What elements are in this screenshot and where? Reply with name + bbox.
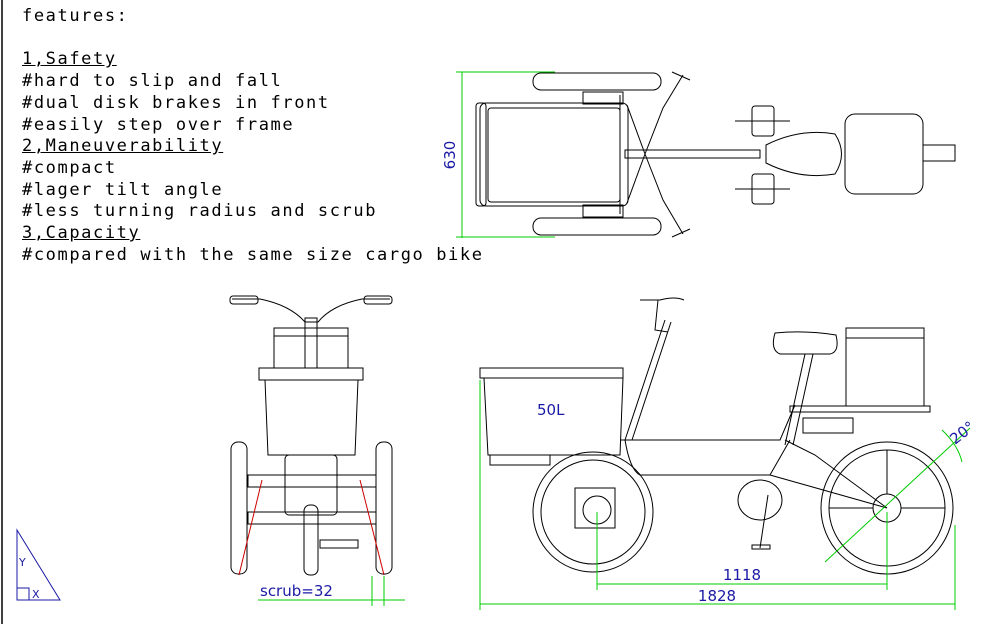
top-cargo-box (487, 107, 621, 203)
front-cargo-lid (258, 367, 364, 381)
side-rear-basket (845, 327, 925, 407)
front-cargo-box (264, 379, 359, 456)
features-title: features: (22, 6, 129, 26)
scrub-line-right (359, 479, 385, 576)
box-volume-label: 50L (537, 401, 565, 419)
top-seat (765, 131, 842, 177)
side-cargo-lid (479, 367, 624, 379)
ucs-icon (16, 528, 61, 601)
feature-item: #lager tilt angle (22, 179, 224, 200)
feature-heading: 2,Maneuverability (22, 136, 224, 157)
tilt-angle-label: 20° (946, 418, 978, 449)
front-pedal (319, 539, 359, 549)
feature-item: #dual disk brakes in front (22, 92, 330, 113)
side-cargo-base (489, 454, 551, 466)
top-hub-upper (582, 91, 624, 105)
front-view (229, 295, 393, 576)
side-front-rim (540, 459, 646, 565)
front-axle-upper (247, 474, 377, 488)
feature-item: #hard to slip and fall (22, 71, 283, 92)
top-hub-lower (582, 204, 624, 218)
front-rear-basket (273, 327, 349, 369)
scrub-line-left (238, 479, 263, 576)
side-seat-post (784, 353, 806, 446)
front-steering-hub (284, 454, 338, 516)
feature-item: #compact (22, 157, 117, 178)
scrub-label: scrub=32 (260, 582, 333, 600)
top-rear-tail (922, 144, 956, 162)
features-list: 1,Safety#hard to slip and fall#dual disk… (22, 49, 484, 266)
side-seat-post-2 (792, 353, 814, 446)
wheelbase-label: 1118 (723, 566, 761, 584)
top-cargo-rail (475, 102, 487, 207)
side-seat (772, 331, 838, 355)
side-crank (737, 479, 783, 521)
front-stem (304, 317, 318, 369)
top-view (475, 71, 956, 238)
top-main-tube (624, 149, 761, 159)
tilt-line (824, 427, 971, 563)
side-head-tube-2 (631, 321, 672, 441)
ucs-x-label: X (32, 588, 40, 601)
side-cargo-box (483, 377, 624, 456)
side-rear-rack (789, 405, 931, 413)
side-handlebar (640, 297, 685, 333)
ucs-y-label: Y (18, 556, 26, 569)
ucs-triangle (16, 528, 61, 601)
side-view (479, 297, 954, 575)
front-axle-lower (247, 511, 377, 525)
side-rear-swingarm (769, 439, 888, 509)
features-notes: features: 1,Safety#hard to slip and fall… (22, 6, 484, 266)
front-grip-right (363, 295, 393, 305)
feature-item: #less turning radius and scrub (22, 201, 378, 222)
top-handlebar (644, 71, 691, 238)
top-width-dimension (456, 71, 555, 238)
side-head-tube (624, 319, 666, 441)
side-dimensions (479, 380, 971, 610)
top-left-wheel-bottom (532, 217, 662, 236)
side-pedal (751, 544, 771, 550)
feature-item: #compared with the same size cargo bike (22, 244, 484, 265)
top-rear-basket (844, 113, 924, 195)
top-linkage-upper (626, 104, 646, 155)
top-linkage-lower (626, 153, 646, 204)
front-rear-wheel (303, 504, 319, 576)
top-width-label: 630 (441, 141, 459, 170)
side-main-frame (620, 404, 796, 476)
side-battery (802, 417, 854, 434)
top-left-wheel-top (532, 72, 662, 91)
front-handlebar (232, 298, 390, 323)
side-brake-caliper (574, 487, 616, 529)
scrub-dimension (258, 576, 405, 606)
side-crank-arm (759, 494, 769, 549)
feature-heading: 3,Capacity (22, 223, 141, 244)
feature-heading: 1,Safety (22, 49, 117, 70)
front-left-wheel (230, 441, 248, 575)
length-label: 1828 (698, 587, 736, 605)
tilt-arc (941, 429, 963, 463)
front-grip-left (229, 295, 259, 305)
feature-item: #easily step over frame (22, 114, 295, 135)
front-scrub-lines (238, 479, 385, 576)
side-front-wheel (532, 451, 654, 573)
top-cargo-frame (479, 102, 629, 207)
ucs-origin-box (16, 587, 30, 601)
